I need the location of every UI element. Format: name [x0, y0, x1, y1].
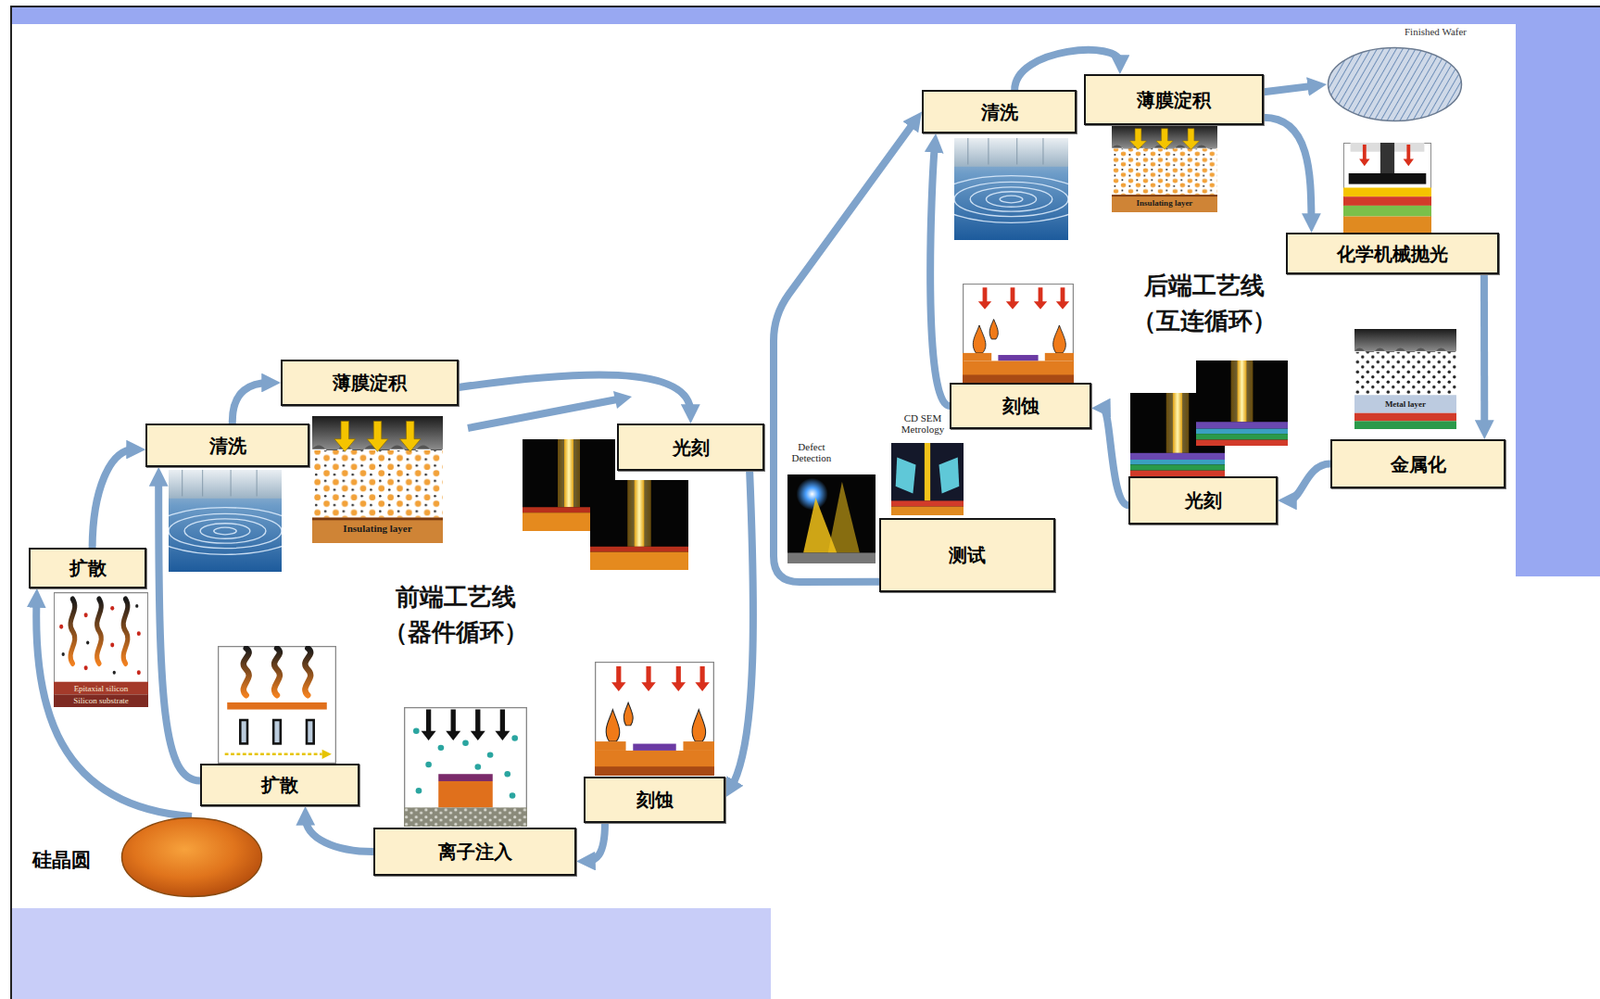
process-box: 薄膜淀积: [1083, 74, 1264, 126]
process-box: 化学机械抛光: [1285, 232, 1500, 275]
layer-label: Silicon substrate: [53, 694, 149, 706]
node-text: 刻蚀: [1002, 394, 1040, 417]
process-box: 光刻: [1128, 476, 1278, 525]
deposition-picture: [312, 415, 443, 543]
node-text: 扩散: [261, 773, 299, 796]
node-text: 刻蚀: [636, 788, 674, 811]
flow-arrow: [1480, 274, 1488, 429]
diffusion-picture: [53, 592, 149, 707]
exit-arrow: [467, 399, 618, 429]
deposition-picture: [1111, 125, 1218, 213]
metrology-picture: [891, 442, 964, 516]
flow-arrow: [232, 382, 270, 424]
lithography-picture: [1196, 360, 1288, 446]
wafer-node: Finished Wafer: [1326, 46, 1463, 123]
process-box: 清洗: [145, 423, 310, 467]
layer-label: Insulating layer: [312, 521, 443, 535]
node-text: 薄膜淀积: [1136, 88, 1211, 112]
process-box: 清洗: [921, 89, 1077, 134]
loop-title: 前端工艺线 （器件循环）: [363, 579, 549, 650]
flow-arrow: [773, 120, 916, 582]
metallization-picture: [1354, 328, 1457, 429]
node-text: 化学机械抛光: [1336, 242, 1449, 265]
process-box: 薄膜淀积: [280, 359, 459, 406]
layer-label: Epitaxial silicon: [53, 682, 149, 694]
node-text: 测试: [948, 543, 986, 567]
flow-arrow: [36, 599, 192, 817]
process-box: 金属化: [1330, 439, 1506, 489]
flow-arrow: [1288, 463, 1331, 501]
node-text: 薄膜淀积: [332, 371, 407, 394]
flow-arrow: [92, 449, 135, 548]
cleaning-picture: [935, 138, 1086, 240]
right-band: [1515, 24, 1600, 577]
exit-arrowhead: [613, 390, 632, 409]
etch-picture: [962, 284, 1074, 383]
flow-arrow: [1263, 85, 1316, 92]
node-text: 离子注入: [438, 840, 513, 863]
node-text: 清洗: [981, 100, 1019, 124]
process-box: 扩散: [28, 547, 147, 589]
top-band: [12, 7, 1600, 25]
flow-arrow: [458, 374, 691, 413]
lithography-picture: [590, 479, 689, 570]
diffusion-picture: [218, 646, 337, 764]
node-text: 扩散: [69, 556, 107, 580]
node-text: 金属化: [1390, 453, 1447, 476]
node-text: 清洗: [209, 434, 247, 457]
process-box: 光刻: [617, 423, 765, 471]
flow-arrow: [1263, 117, 1312, 222]
silicon-wafer: [122, 818, 263, 897]
bottom-band: [12, 907, 771, 999]
tool-label: CD SEM Metrology: [887, 413, 958, 435]
etch-picture: [594, 662, 715, 776]
implant-picture: [403, 707, 528, 827]
flow-arrow: [1102, 407, 1129, 505]
node-text: 硅晶圆: [29, 847, 94, 873]
wafer-node: 硅晶圆: [120, 816, 264, 898]
flow-arrow: [930, 144, 950, 406]
cleaning-picture: [150, 469, 300, 572]
flow-arrow: [587, 822, 605, 861]
flow-arrow: [730, 470, 754, 788]
wafer-shape: [120, 816, 264, 898]
cmp-picture: [1343, 142, 1432, 233]
defect-test-picture: [787, 474, 876, 564]
process-box: 刻蚀: [949, 382, 1092, 429]
wafer-shape: [1326, 46, 1463, 123]
process-box: 离子注入: [373, 827, 577, 876]
process-box: 测试: [879, 517, 1056, 593]
node-text: 光刻: [1184, 489, 1223, 512]
layer-label: Metal layer: [1354, 398, 1457, 410]
flow-arrow: [158, 478, 201, 781]
node-text: Finished Wafer: [1404, 25, 1467, 38]
finished-wafer: [1328, 48, 1462, 122]
process-box: 刻蚀: [583, 776, 726, 823]
loop-title: 后端工艺线 （互连循环）: [1111, 268, 1298, 339]
node-text: 光刻: [672, 436, 710, 459]
layer-label: Insulating layer: [1111, 197, 1218, 209]
flow-arrow: [305, 817, 374, 852]
process-box: 扩散: [200, 763, 360, 807]
tool-label: Defect Detection: [781, 441, 842, 464]
